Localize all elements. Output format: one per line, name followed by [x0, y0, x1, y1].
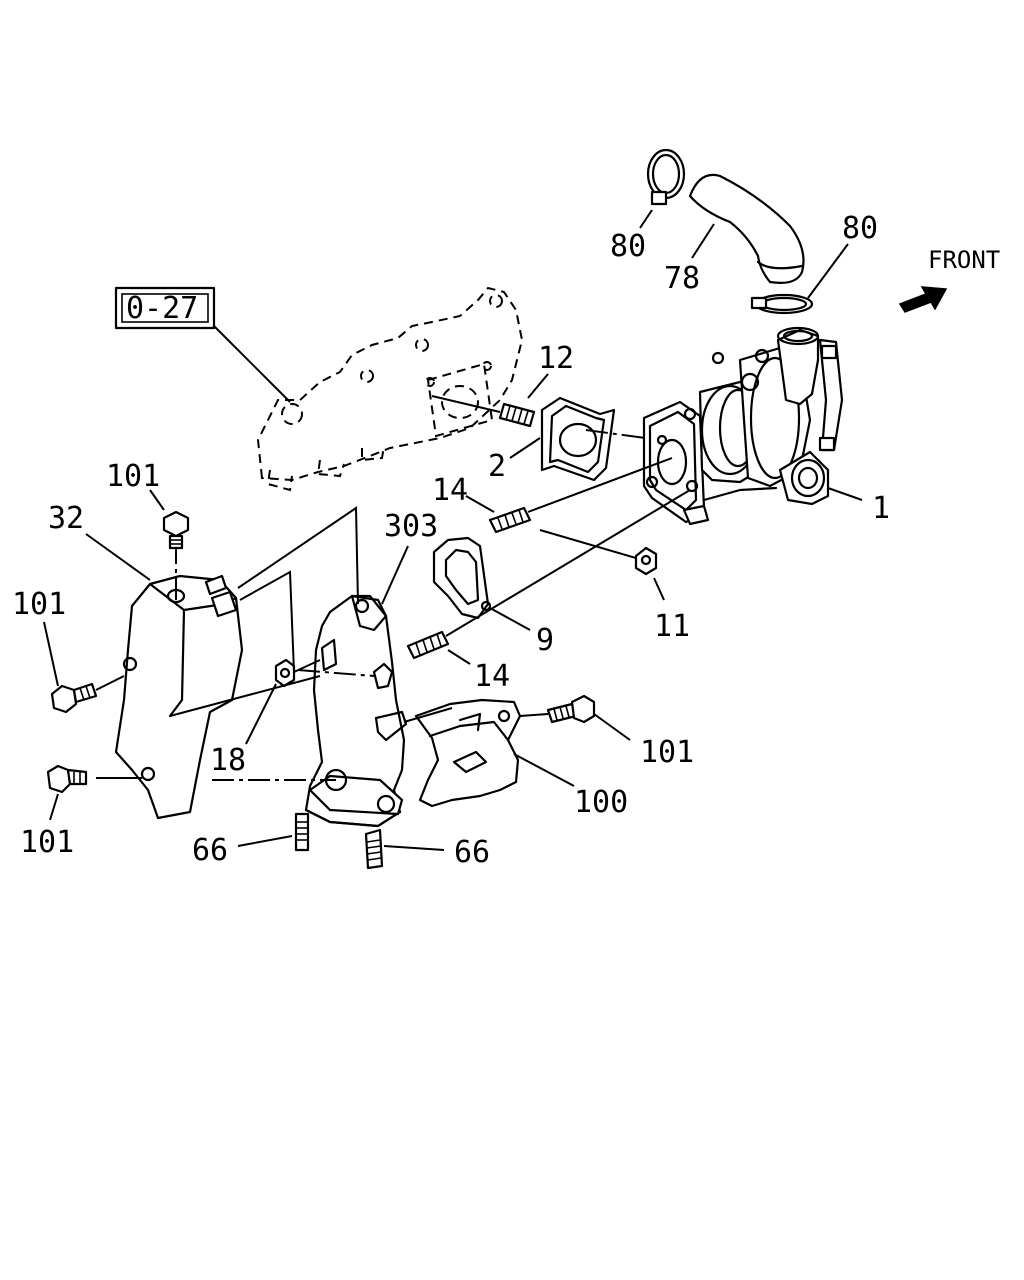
callout-80-right: 80 — [842, 211, 878, 246]
clamp-80-right: 80 — [750, 211, 878, 315]
callout-12: 12 — [538, 341, 574, 376]
bolt-101-left: 101 — [12, 587, 125, 714]
reference-box-label: 0-27 — [126, 291, 198, 326]
exhaust-pipe-303: 303 — [304, 509, 438, 828]
heat-shield-100: 100 — [403, 698, 628, 820]
exhaust-manifold-reference — [256, 286, 524, 492]
stud-66-left: 66 — [192, 812, 310, 868]
callout-11: 11 — [654, 609, 690, 644]
callout-100: 100 — [574, 785, 628, 820]
callout-80-left: 80 — [610, 229, 646, 264]
stud-14-upper: 14 — [432, 457, 673, 534]
heat-shield-32: 32 — [48, 501, 359, 820]
callout-78: 78 — [664, 261, 700, 296]
callout-14-lower: 14 — [474, 659, 510, 694]
callout-2: 2 — [488, 449, 506, 484]
bolt-101-bottom: 101 — [20, 764, 142, 860]
gasket-outlet-9: 9 — [432, 536, 554, 658]
front-label: FRONT — [928, 246, 1000, 274]
gasket-inlet-2: 2 — [488, 396, 661, 484]
callout-101-bottom: 101 — [20, 825, 74, 860]
stud-12: 12 — [431, 341, 574, 428]
callout-101-left: 101 — [12, 587, 66, 622]
front-arrow-icon — [898, 286, 948, 313]
callout-303: 303 — [384, 509, 438, 544]
front-indicator: FRONT — [898, 246, 1000, 313]
callout-101-top: 101 — [106, 459, 160, 494]
callout-66-left: 66 — [192, 833, 228, 868]
callout-1: 1 — [872, 491, 890, 526]
bolt-101-right: 101 — [519, 694, 694, 770]
reference-box: 0-27 — [114, 286, 291, 403]
nut-18: 18 — [210, 658, 375, 778]
callout-32: 32 — [48, 501, 84, 536]
callout-101-right: 101 — [640, 735, 694, 770]
callout-66-right: 66 — [454, 835, 490, 870]
stud-66-right: 66 — [364, 828, 490, 870]
callout-14-upper: 14 — [432, 473, 468, 508]
clamp-80-left: 80 — [610, 148, 686, 264]
bolt-101-top: 101 — [106, 459, 190, 550]
stud-14-lower: 14 — [406, 489, 691, 694]
callout-9: 9 — [536, 623, 554, 658]
callout-18: 18 — [210, 743, 246, 778]
turbocharger-1: 1 — [642, 326, 890, 526]
hose-78: 78 — [664, 173, 805, 296]
nut-11: 11 — [539, 529, 690, 644]
